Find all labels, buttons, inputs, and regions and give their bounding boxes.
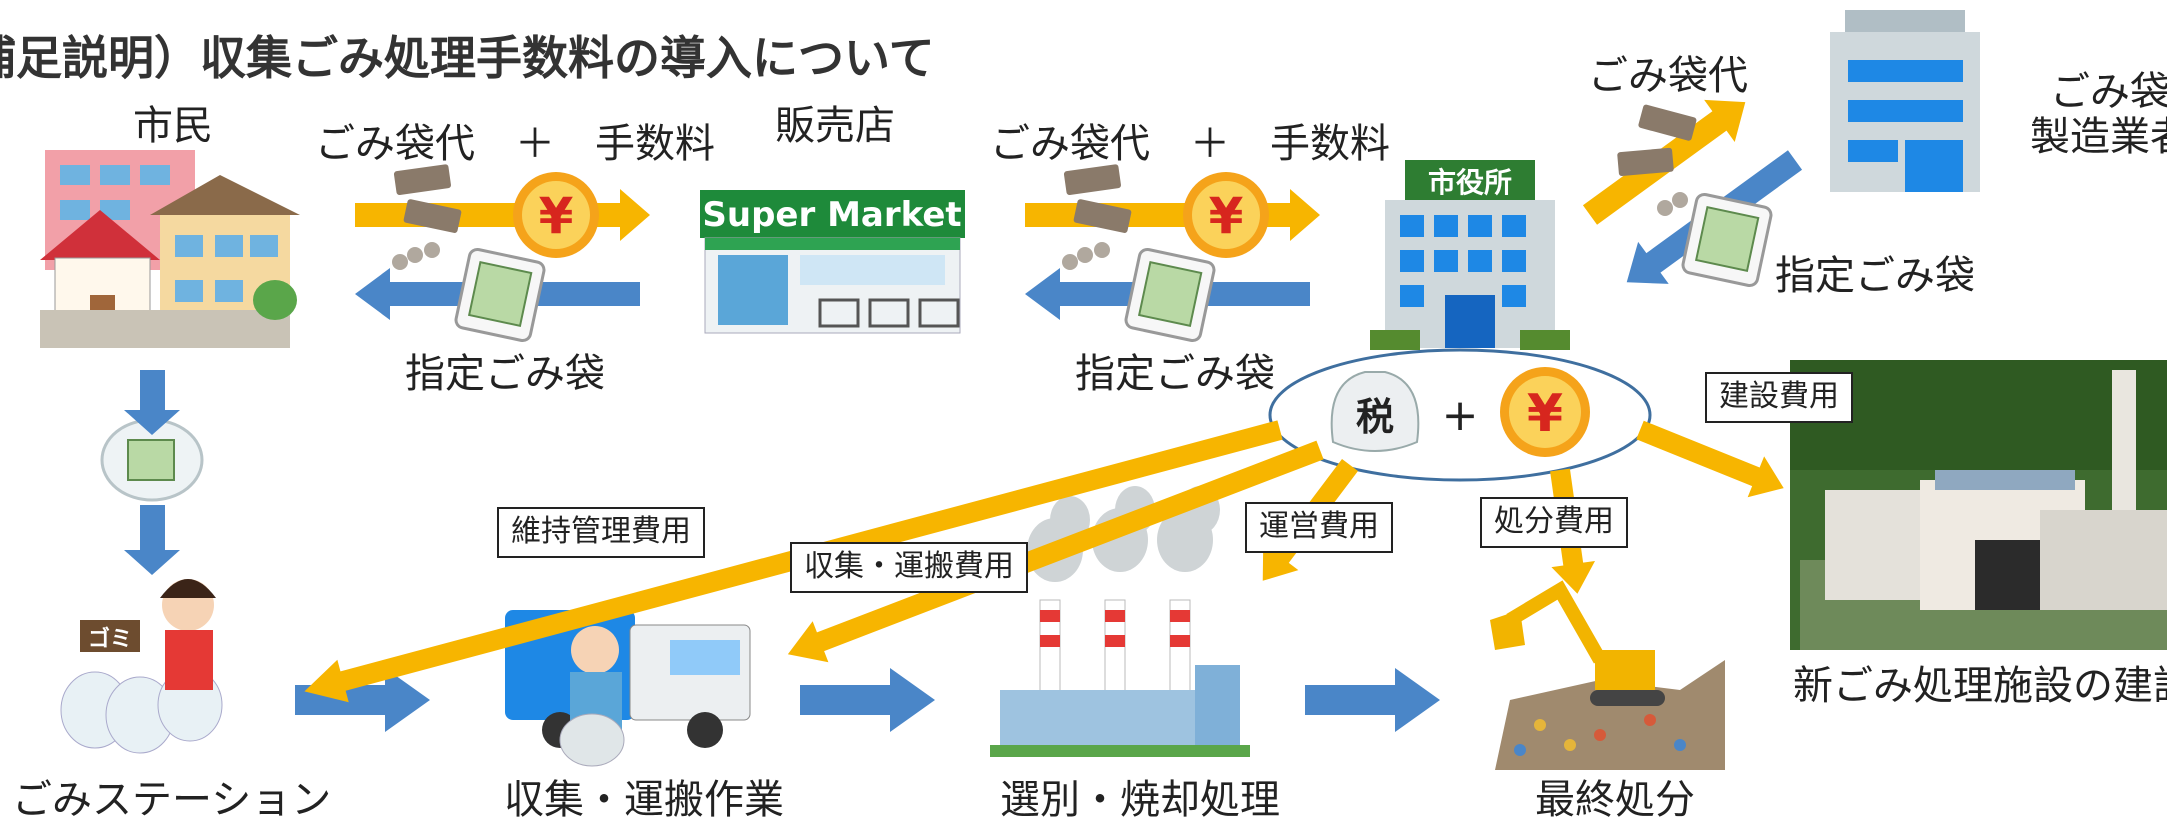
cost-label-disposal: 処分費用: [1480, 497, 1628, 548]
landfill-excavator-icon: [1490, 580, 1725, 770]
cost-label-operation: 運営費用: [1245, 502, 1393, 553]
final-disposal-label: 最終処分: [1535, 777, 1695, 823]
arrow-store-to-city: [1025, 189, 1320, 241]
garbage-station-icon: ゴミ: [60, 579, 223, 754]
citizen-houses-icon: [40, 150, 300, 348]
manufacturer-building-icon: [1830, 10, 1980, 192]
page-title: 補足説明）収集ごみ処理手数料の導入について: [0, 31, 935, 85]
cost-label-maintenance: 維持管理費用: [497, 507, 705, 558]
yen-coin-icon: ¥: [1500, 367, 1590, 457]
manufacturer-label-line1: ごみ袋: [2050, 69, 2167, 115]
flow-label-store-to-city: ごみ袋代 ＋ 手数料: [990, 121, 1390, 167]
cost-label-collection: 収集・運搬費用: [790, 542, 1028, 593]
manufacturer-label-line2: 製造業者: [2030, 113, 2167, 160]
city-hall-sign: 市役所: [1428, 166, 1512, 199]
store-label: 販売店: [775, 103, 895, 149]
flow-label-city-to-maker: ごみ袋代: [1588, 53, 1748, 99]
flow-label-citizen-to-store: ごみ袋代 ＋ 手数料: [315, 121, 715, 167]
manufacturer-label: ごみ袋 製造業者: [2030, 70, 2167, 160]
garbage-bag-icon: [100, 418, 204, 502]
funding-ellipse: 税 + ¥: [1268, 348, 1652, 482]
flow-arrows-vertical: [124, 370, 180, 575]
flow-arrows-bottom: [295, 668, 1440, 732]
flow-label-city-to-store: 指定ごみ袋: [1075, 351, 1275, 397]
plus-sign: +: [1442, 390, 1479, 441]
new-facility-label: 新ごみ処理施設の建設: [1793, 663, 2167, 709]
gomi-sign: ゴミ: [88, 626, 132, 652]
arrow-citizen-to-store: [355, 189, 650, 241]
collection-label: 収集・運搬作業: [504, 777, 784, 823]
svg-text:¥: ¥: [539, 187, 574, 245]
svg-text:¥: ¥: [1527, 384, 1563, 444]
flow-label-maker-to-city: 指定ごみ袋: [1775, 253, 1975, 299]
banknote-icons: [392, 104, 1697, 270]
cost-label-construction: 建設費用: [1705, 372, 1853, 423]
station-label: ごみステーション: [12, 777, 332, 823]
tax-bag-icon: 税: [1330, 371, 1420, 452]
citizen-label: 市民: [133, 103, 213, 149]
flow-label-store-to-citizen: 指定ごみ袋: [405, 351, 605, 397]
svg-text:¥: ¥: [1209, 187, 1244, 245]
supermarket-sign: Super Market: [702, 195, 961, 235]
sorting-label: 選別・焼却処理: [1000, 777, 1280, 823]
yen-coin-icons: ¥ ¥: [513, 172, 1269, 258]
svg-text:税: 税: [1356, 395, 1394, 439]
supermarket-icon: Super Market: [700, 190, 965, 334]
designated-bag-icons: [454, 192, 1773, 343]
city-hall-icon: 市役所: [1370, 160, 1570, 350]
